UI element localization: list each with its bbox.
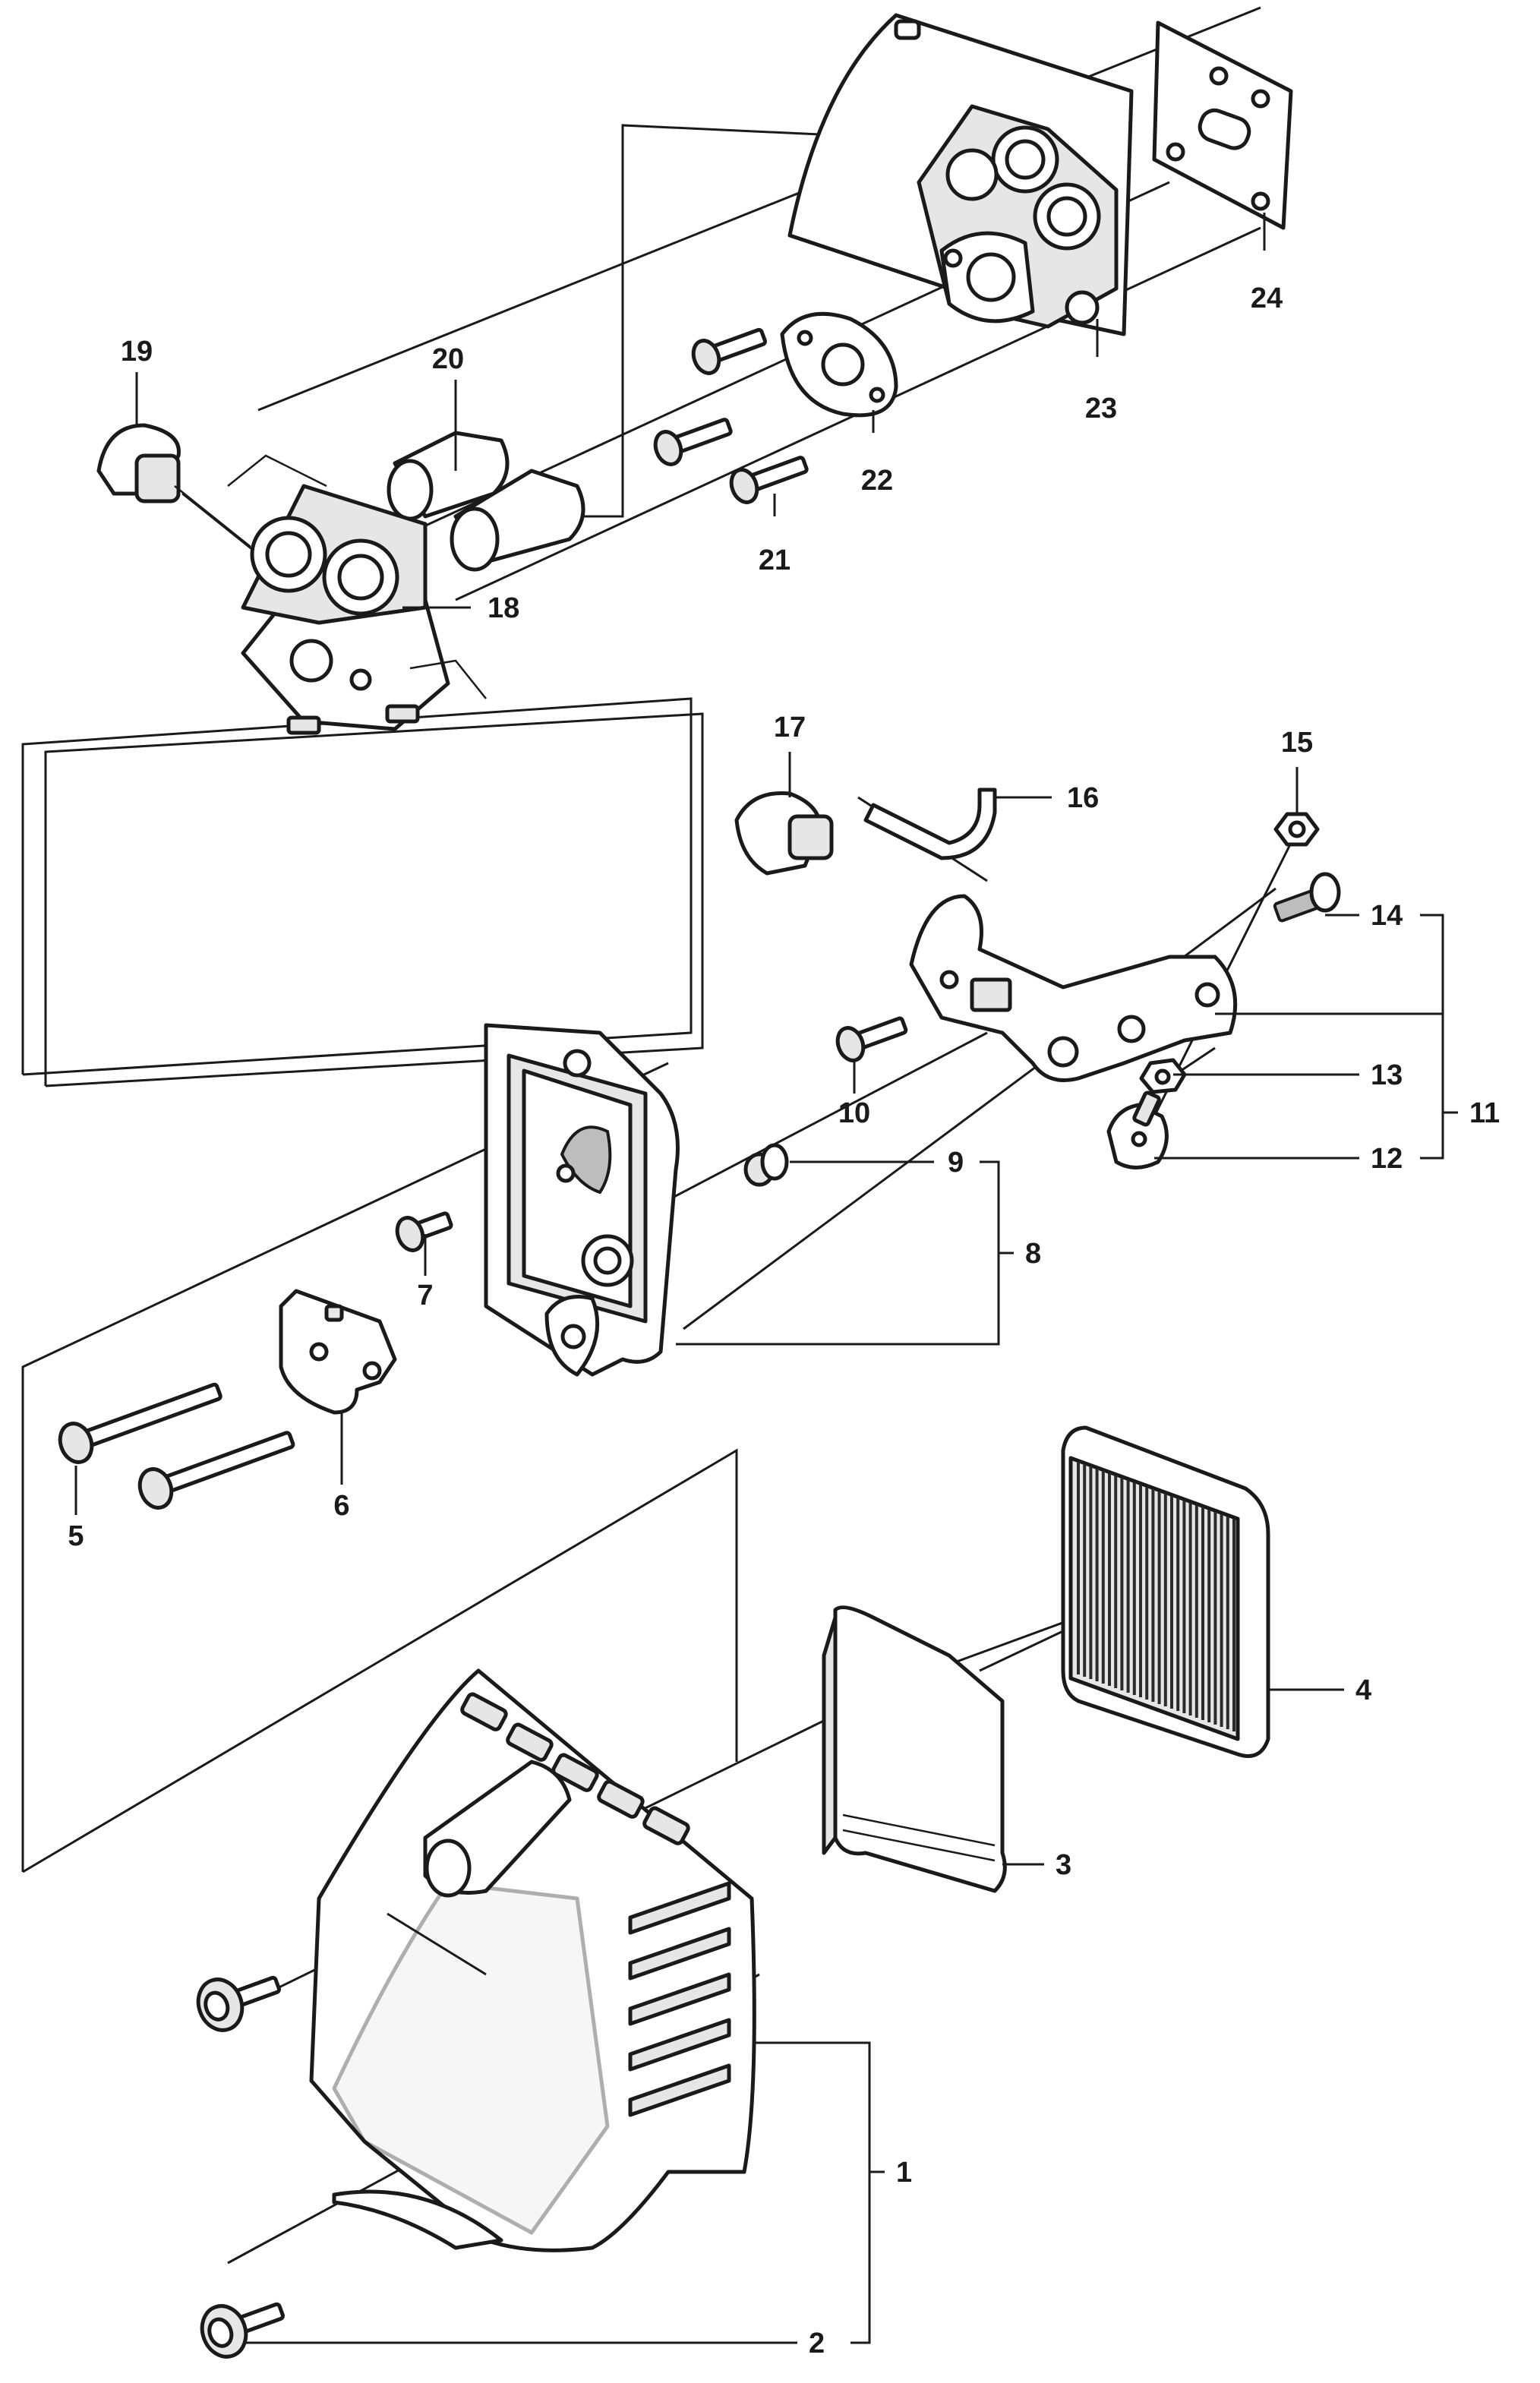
- callout-23: 23: [1085, 393, 1117, 425]
- cover-vents-side: [628, 1881, 731, 2117]
- filter-pleats: [1077, 1462, 1235, 1731]
- callout-4: 4: [1355, 1674, 1371, 1706]
- callout-labels: 24 23 22 21 20 19 18 17 16 15 14 13 12 1…: [68, 282, 1500, 2359]
- filter-pleat: [1139, 1485, 1142, 1697]
- part-23-intake-housing: [787, 13, 1134, 336]
- filter-pleat: [1114, 1476, 1118, 1688]
- filter-pleat: [1083, 1464, 1087, 1677]
- callout-20: 20: [432, 343, 464, 375]
- part-22-gasket: [780, 311, 898, 418]
- filter-pleat: [1188, 1503, 1192, 1715]
- filter-pleat: [1163, 1494, 1167, 1706]
- part-8-filter-base: [484, 1023, 680, 1377]
- part-4-filter-element: [1061, 1425, 1270, 1758]
- callout-13: 13: [1371, 1059, 1403, 1091]
- callout-14: 14: [1371, 900, 1403, 932]
- part-12-adjuster: [1106, 1090, 1169, 1169]
- filter-pleat: [1194, 1505, 1198, 1718]
- filter-pleat: [1220, 1514, 1223, 1727]
- filter-pleat: [1151, 1489, 1155, 1702]
- part-7-screw: [395, 1211, 453, 1252]
- callout-24: 24: [1251, 282, 1283, 314]
- part-15-nut: [1273, 812, 1320, 847]
- filter-pleat: [1132, 1482, 1136, 1695]
- callout-21: 21: [759, 544, 791, 576]
- part-9-grommet: [743, 1143, 789, 1187]
- part-17-choke-knob: [734, 791, 834, 876]
- callout-3: 3: [1056, 1849, 1071, 1881]
- filter-pleat: [1176, 1498, 1180, 1711]
- part-3-pre-filter: [822, 1605, 1007, 1893]
- filter-pleat: [1077, 1462, 1080, 1674]
- callout-15: 15: [1281, 727, 1313, 759]
- filter-pleat: [1095, 1469, 1099, 1681]
- filter-pleat: [1207, 1510, 1211, 1722]
- part-6-bracket: [279, 1289, 397, 1415]
- filter-pleat: [1213, 1512, 1217, 1725]
- part-24-gasket: [1152, 21, 1293, 230]
- filter-pleat: [1145, 1487, 1149, 1700]
- filter-pleat: [1226, 1517, 1229, 1729]
- part-13-nut: [1139, 1058, 1187, 1094]
- part-11-throttle-lever: [909, 894, 1238, 1082]
- part-18-carburetor: [227, 454, 487, 735]
- filter-pleat: [1089, 1466, 1093, 1679]
- filter-pleat: [1101, 1471, 1105, 1684]
- part-5-long-bolts: [58, 1382, 295, 1510]
- part-16-hose: [863, 787, 997, 860]
- part-21-bolts: [653, 327, 809, 504]
- filter-pleat: [1201, 1507, 1204, 1720]
- callout-10: 10: [838, 1097, 870, 1129]
- callout-12: 12: [1371, 1143, 1403, 1175]
- part-2-cover-knobs: [196, 1975, 285, 2359]
- filter-pleat: [1120, 1478, 1124, 1690]
- callout-leaders: [74, 213, 1458, 2344]
- filter-pleat: [1232, 1519, 1235, 1731]
- callout-9: 9: [948, 1147, 964, 1179]
- filter-pleat: [1182, 1501, 1186, 1713]
- callout-19: 19: [121, 336, 153, 368]
- callout-16: 16: [1067, 782, 1099, 814]
- callout-2: 2: [809, 2328, 825, 2359]
- callout-17: 17: [774, 712, 806, 743]
- callout-22: 22: [861, 465, 893, 497]
- callout-7: 7: [417, 1280, 433, 1311]
- callout-6: 6: [333, 1490, 349, 1522]
- filter-pleat: [1157, 1491, 1161, 1704]
- filter-pleat: [1170, 1496, 1173, 1709]
- callout-1: 1: [896, 2157, 912, 2189]
- callout-5: 5: [68, 1520, 84, 1552]
- callout-8: 8: [1025, 1238, 1041, 1270]
- part-19-primer-bulb: [96, 423, 259, 555]
- callout-11: 11: [1469, 1097, 1500, 1129]
- part-14-screw: [1273, 872, 1341, 923]
- filter-pleat: [1126, 1480, 1130, 1693]
- filter-pleat: [1108, 1473, 1111, 1686]
- callout-18: 18: [488, 592, 519, 624]
- part-1-filter-cover: [309, 1668, 756, 2252]
- part-10-screw: [835, 1016, 908, 1062]
- cover-vents-top: [460, 1692, 690, 1845]
- part-20-intake-elbows: [387, 431, 585, 572]
